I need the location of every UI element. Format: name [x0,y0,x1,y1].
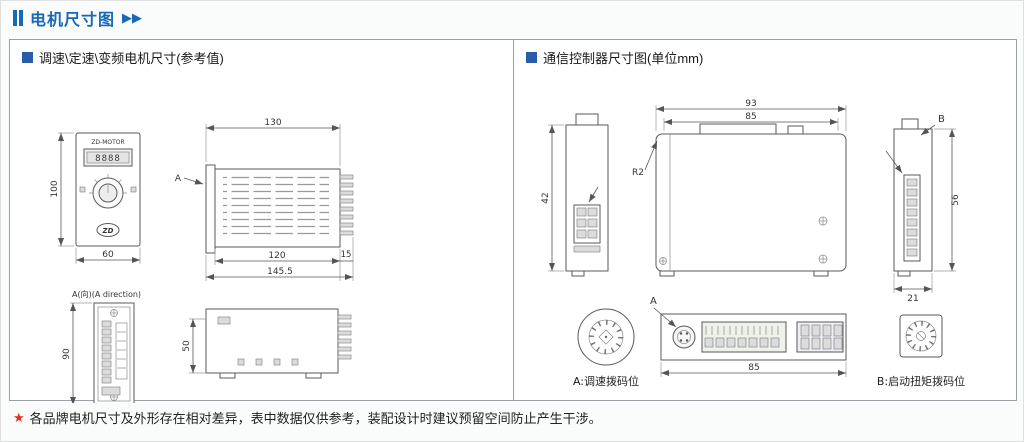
dim-side-top-width: 130 [264,118,281,128]
front-view-a-label: A [650,296,657,307]
right-panel-header: 通信控制器尺寸图(单位mm) [514,40,1016,67]
controller-end-view: 42 [541,113,609,277]
dim-front-connector-width: 85 [748,363,759,373]
rear-connector-pins-2 [337,314,352,360]
dim-end-height: 42 [541,192,551,203]
digital-display-value: 8888 [95,154,121,164]
dim-side-total-width: 145.5 [267,267,293,277]
terminal-strip [101,320,112,384]
brand-logo: ZD [102,227,114,235]
front-brand-label: ZD-MOTOR [91,139,124,146]
controller-rear-view: A(向)(A direction) [62,289,141,403]
dim-bottom-height: 50 [182,340,192,352]
title-bars-icon [13,10,23,26]
rear-connector-pins [339,174,354,236]
controller-bottom-side-view: 50 [182,308,352,379]
callout-a-dial: A:调速拨码位 [573,308,639,388]
star-icon: ★ [13,409,25,425]
page-header: 电机尺寸图 ▶▶ [1,1,1023,35]
dim-side-b-depth: 21 [907,294,918,304]
callout-b-dial: B:启动扭矩拨码位 [877,314,965,388]
left-panel-header: 调速\定速\变频电机尺寸(参考值) [10,40,513,67]
view-direction-a-label: A [175,174,182,184]
dim-side-body-width: 120 [268,251,285,261]
motor-dimension-drawing: ZD-MOTOR 8888 ZD [50,118,354,403]
dim-rear-height: 90 [62,348,72,360]
footnote: ★ 各品牌电机尺寸及外形存在相对差异，表中数据仅供参考，装配设计时建议预留空间防… [13,408,602,427]
page-title: 电机尺寸图 [30,12,116,29]
controller-side-view-b: B 56 21 [885,114,961,304]
callout-a-caption: A:调速拨码位 [573,374,639,388]
comm-controller-drawing: 42 [541,99,965,388]
diagram-box: 调速\定速\变频电机尺寸(参考值) ZD-M [9,39,1017,403]
controller-main-view: R2 93 85 [632,99,847,277]
dim-main-inner-width: 85 [745,112,756,122]
controller-front-view: ZD-MOTOR 8888 ZD [50,132,141,264]
comm-controller-panel: 通信控制器尺寸图(单位mm) [514,40,1016,400]
callout-b-caption: B:启动扭矩拨码位 [877,374,965,388]
side-view-b-label: B [938,114,945,125]
controller-side-view: A 130 120 15 145. [175,118,354,281]
controller-front-connector-view: A [650,296,847,377]
dim-front-height: 100 [50,180,60,197]
dim-side-tab-width: 15 [341,250,352,260]
motor-size-panel: 调速\定速\变频电机尺寸(参考值) ZD-M [10,40,514,403]
title-arrows-icon: ▶▶ [122,10,143,25]
right-panel-title: 通信控制器尺寸图(单位mm) [543,51,704,66]
dim-side-b-height: 56 [951,194,961,206]
rear-view-label: A(向)(A direction) [72,289,141,299]
left-panel-title: 调速\定速\变频电机尺寸(参考值) [39,51,224,66]
footnote-text: 各品牌电机尺寸及外形存在相对差异，表中数据仅供参考，装配设计时建议预留空间防止产… [29,411,602,426]
bullet-square-icon [526,52,537,63]
dim-front-width: 60 [102,250,114,260]
bullet-square-icon [22,52,33,63]
dim-main-outer-width: 93 [745,99,756,109]
dim-corner-radius: R2 [632,168,644,178]
